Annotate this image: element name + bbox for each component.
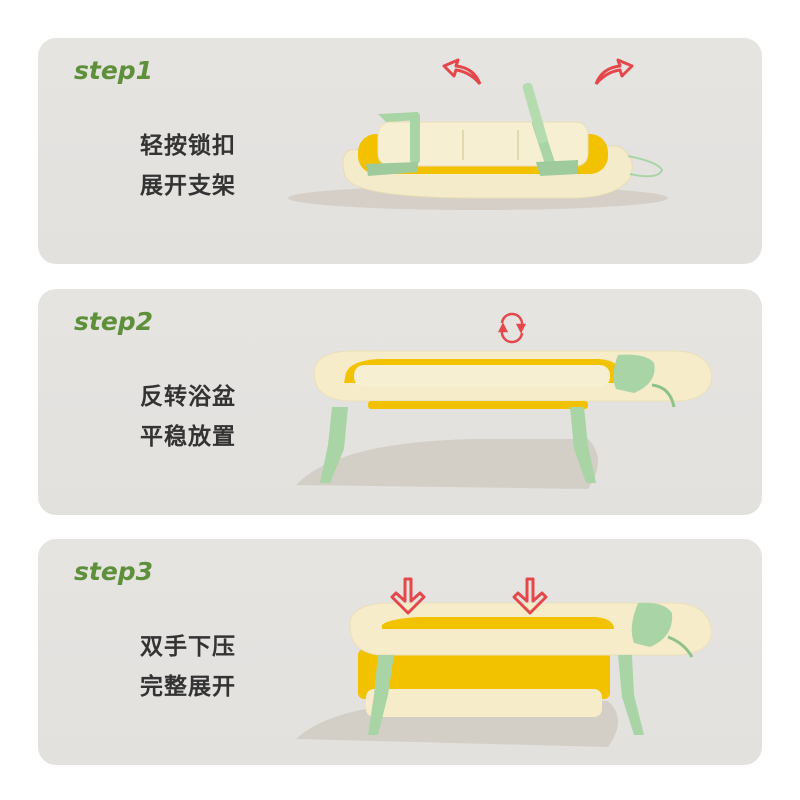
curved-arrow-icon <box>442 58 482 85</box>
step-description-line: 轻按锁扣 <box>140 133 236 159</box>
flipped-bathtub-illustration <box>278 289 762 515</box>
step-panel-2: step2 反转浴盆 平稳放置 <box>38 289 762 515</box>
down-arrow-icon <box>390 577 426 615</box>
step-label: step3 <box>74 557 154 586</box>
step-description-line: 展开支架 <box>140 173 236 199</box>
step-panel-1: step1 轻按锁扣 展开支架 <box>38 38 762 264</box>
step-description: 反转浴盆 平稳放置 <box>140 377 236 457</box>
step-description: 轻按锁扣 展开支架 <box>140 126 236 206</box>
step-description: 双手下压 完整展开 <box>140 627 236 707</box>
down-arrow-icon <box>512 577 548 615</box>
step-description-line: 反转浴盆 <box>140 384 236 410</box>
step-description-line: 完整展开 <box>140 674 236 700</box>
step-label: step1 <box>74 56 154 85</box>
step-label: step2 <box>74 307 154 336</box>
rotate-icon <box>497 312 527 344</box>
step-panel-3: step3 双手下压 完整展开 <box>38 539 762 765</box>
step-description-line: 平稳放置 <box>140 424 236 450</box>
folded-bathtub-illustration <box>278 38 762 264</box>
step-description-line: 双手下压 <box>140 634 236 660</box>
expanded-bathtub-illustration <box>278 539 762 765</box>
curved-arrow-icon <box>594 58 634 85</box>
